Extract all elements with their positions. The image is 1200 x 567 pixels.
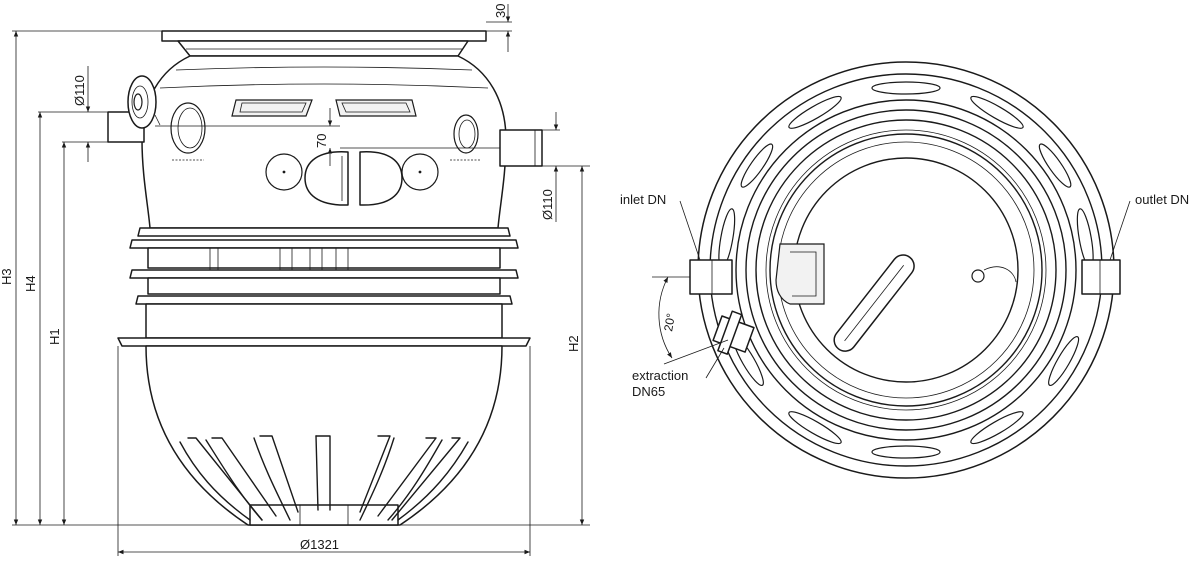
dim-h1: H1 — [47, 328, 62, 345]
labels-top: inlet DN outlet DN 20° extraction DN65 — [620, 192, 1189, 399]
tank-lid — [161, 30, 487, 57]
outlet-pipe-top — [1081, 259, 1121, 295]
outlet-leader — [1109, 200, 1131, 261]
inner-opening — [769, 133, 1043, 407]
inlet-pipe-top — [689, 259, 733, 295]
dim-cover-height: 30 — [493, 4, 508, 18]
dim-h3: H3 — [0, 268, 14, 285]
dimensions-side — [12, 4, 590, 556]
d-port-right — [359, 151, 403, 206]
inner-components — [775, 243, 1017, 352]
tank-upper-body — [107, 55, 543, 229]
vent-slot-left — [231, 99, 313, 117]
side-view: 30 H3 H4 H1 H2 Ø110 70 Ø110 Ø1321 — [0, 4, 590, 556]
dim-offset: 70 — [314, 134, 329, 148]
tank-ribs — [117, 227, 531, 347]
d-port-left — [304, 151, 349, 206]
dim-h4: H4 — [23, 275, 38, 292]
dim-outlet-diameter: Ø110 — [540, 189, 555, 220]
port-left-oval — [170, 102, 206, 154]
angle-dimension — [652, 276, 729, 365]
dim-inlet-diameter: Ø110 — [72, 75, 87, 106]
outlet-label: outlet DN — [1135, 192, 1189, 207]
extraction-dn-label: DN65 — [632, 384, 665, 399]
extraction-leader — [705, 347, 725, 379]
dim-base-diameter: Ø1321 — [300, 537, 339, 552]
extraction-label: extraction — [632, 368, 688, 383]
angle-label: 20° — [661, 312, 678, 332]
inlet-label: inlet DN — [620, 192, 666, 207]
top-view: inlet DN outlet DN 20° extraction DN65 — [620, 61, 1189, 479]
vent-slot-right — [335, 99, 417, 117]
dim-h2: H2 — [566, 335, 581, 352]
dimension-labels-side: 30 H3 H4 H1 H2 Ø110 70 Ø110 Ø1321 — [0, 4, 581, 552]
port-right-oval — [453, 114, 479, 154]
outlet-pipe — [499, 129, 543, 167]
tank-lower-bowl — [145, 345, 503, 526]
inlet-pipe — [107, 75, 161, 143]
extraction-fitting — [712, 310, 755, 355]
inlet-leader — [679, 200, 701, 261]
